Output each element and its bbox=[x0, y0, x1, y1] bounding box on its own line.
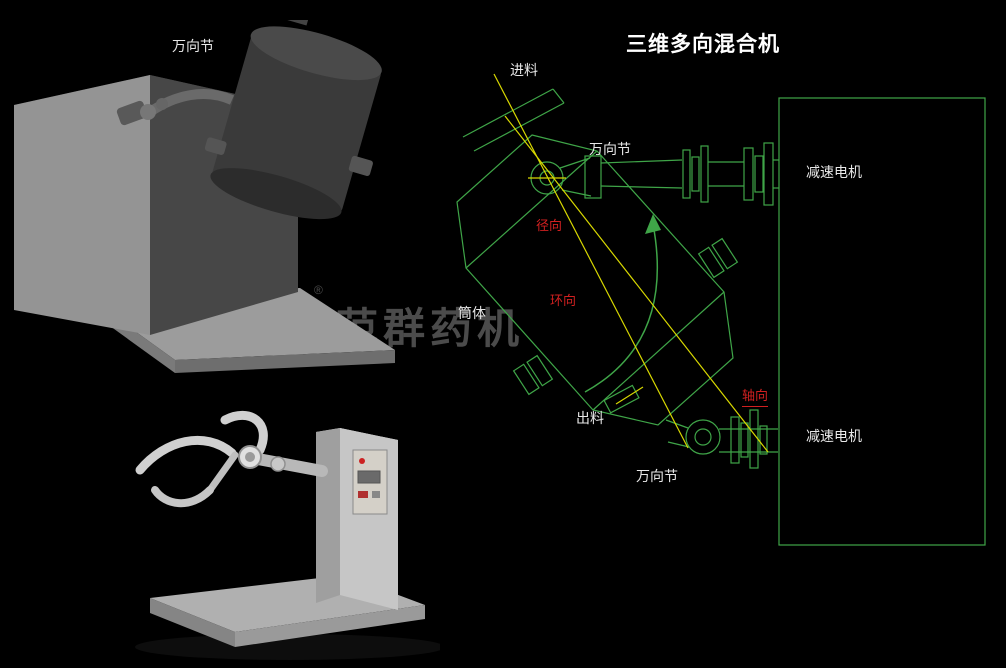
label-circumferential-direction: 环向 bbox=[550, 293, 577, 308]
label-universal-joint-lower: 万向节 bbox=[636, 468, 678, 484]
label-universal-joint-upper: 万向节 bbox=[589, 141, 631, 157]
label-radial-direction: 径向 bbox=[536, 218, 563, 233]
drum-outline bbox=[456, 134, 734, 426]
feed-chute bbox=[462, 88, 565, 152]
drum-clamp-upper bbox=[697, 237, 739, 279]
label-drum-body: 筒体 bbox=[458, 305, 486, 321]
label-feed-inlet: 进料 bbox=[510, 62, 538, 78]
motor-cabinet-outline bbox=[778, 97, 986, 546]
machine-photo-render bbox=[135, 411, 440, 660]
registered-mark: ® bbox=[314, 283, 323, 297]
rotation-arrow bbox=[584, 214, 661, 393]
mixing-arms bbox=[135, 411, 328, 508]
machine-3d-render bbox=[14, 20, 395, 373]
control-panel bbox=[352, 449, 388, 515]
label-discharge-outlet: 出料 bbox=[576, 410, 604, 426]
label-universal-joint-topleft: 万向节 bbox=[172, 38, 214, 54]
upper-universal-joint bbox=[530, 142, 779, 206]
label-gear-motor-upper: 减速电机 bbox=[806, 164, 862, 180]
machine-drum bbox=[204, 20, 382, 220]
label-gear-motor-lower: 减速电机 bbox=[806, 428, 862, 444]
axis-lines bbox=[493, 73, 769, 453]
drum-clamp-lower bbox=[512, 354, 554, 396]
machine-shadow bbox=[135, 634, 440, 660]
discharge-port bbox=[603, 384, 640, 414]
label-axial-direction: 轴向 bbox=[742, 385, 769, 407]
lower-universal-joint bbox=[665, 409, 778, 469]
machine-drive-arm bbox=[116, 89, 235, 126]
page-title: 三维多向混合机 bbox=[626, 33, 780, 56]
panel-button-red bbox=[359, 458, 365, 464]
